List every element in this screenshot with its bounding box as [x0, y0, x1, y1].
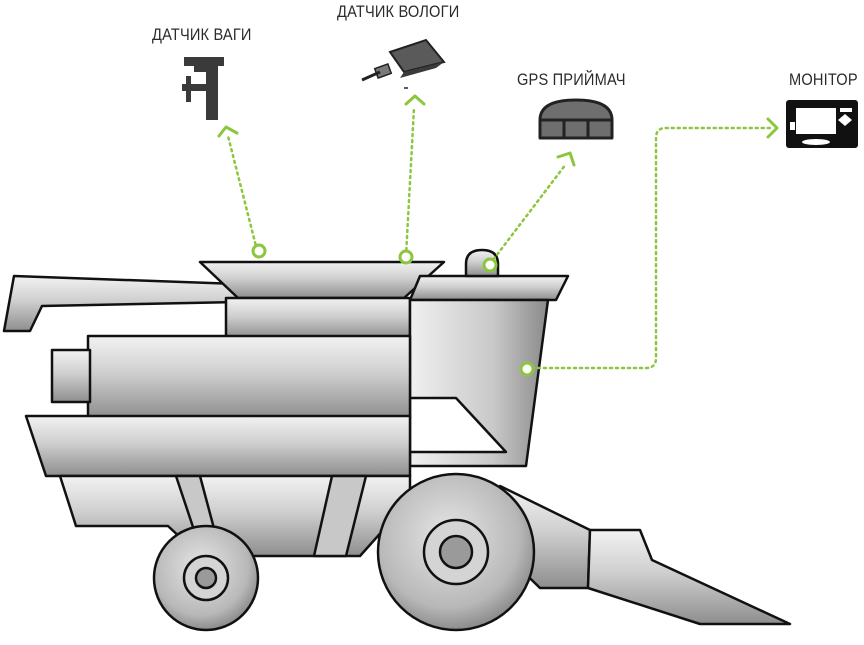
moisture-sensor-label: ДАТЧИК ВОЛОГИ [337, 2, 460, 21]
header-platform [24, 414, 412, 478]
monitor-label: МОНІТОР [789, 70, 858, 89]
connector-moisture [404, 106, 416, 258]
arrow-moisture [404, 94, 426, 106]
side-tank-cap [50, 348, 92, 404]
connector-arrowheads [217, 94, 779, 167]
cutter-bar [586, 528, 792, 626]
point-monitor [519, 361, 535, 377]
arrow-weight [217, 125, 239, 138]
strut-mid [312, 474, 368, 558]
arrow-monitor [766, 117, 779, 139]
point-moisture [398, 249, 414, 265]
engine-block [224, 296, 412, 340]
unloading-auger [2, 274, 240, 333]
connector-monitor [524, 126, 772, 370]
cab-roof [408, 274, 570, 302]
monitor-icon [786, 100, 858, 148]
connector-gps [488, 162, 568, 266]
point-gps [482, 257, 498, 273]
weight-sensor-icon [182, 57, 224, 120]
arrow-gps [556, 151, 576, 167]
moisture-sensor-icon [361, 38, 446, 89]
weight-sensor-label: ДАТЧИК ВАГИ [152, 25, 252, 44]
gps-receiver-icon [538, 98, 614, 140]
gps-receiver-label: GPS ПРИЙМАЧ [517, 70, 626, 89]
sensor-points [251, 243, 535, 377]
combine-harvester [2, 248, 792, 632]
grain-tank [198, 260, 446, 300]
front-wheel-cap [438, 534, 474, 570]
point-weight [251, 243, 267, 259]
connector-weight [226, 134, 259, 252]
rear-wheel-cap [194, 566, 218, 590]
connector-lines [226, 106, 772, 370]
side-tank [86, 334, 412, 420]
